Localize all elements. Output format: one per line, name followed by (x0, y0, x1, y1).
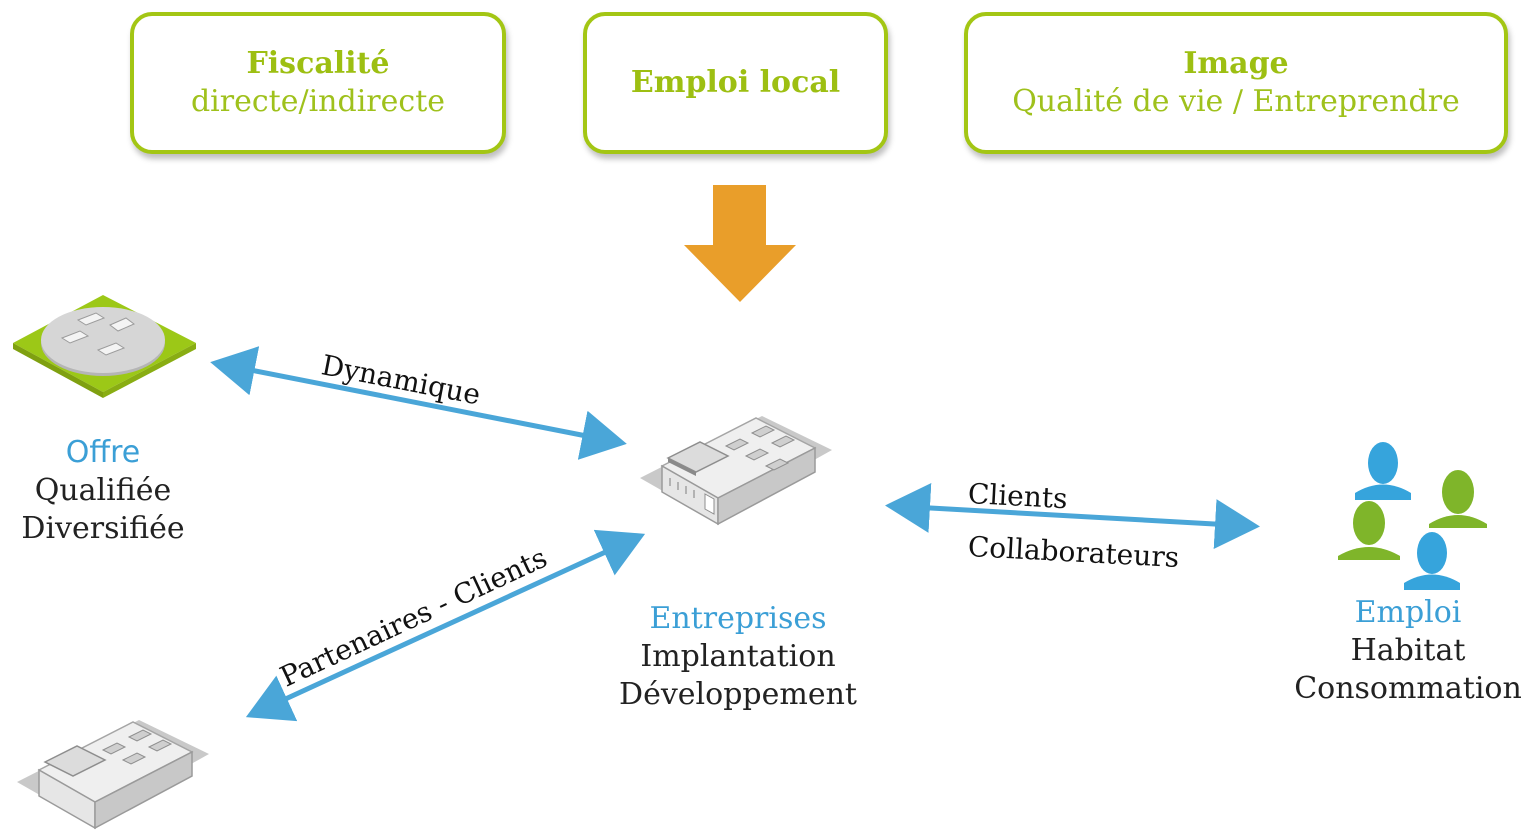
emploi-local-box: Emploi local (583, 12, 888, 154)
down-arrow-icon (684, 185, 796, 302)
emploi-line2: Consommation (1294, 671, 1522, 706)
fiscalite-title: Fiscalité (246, 46, 390, 81)
offre-title: Offre (65, 435, 141, 470)
emploi-line1: Habitat (1350, 633, 1466, 668)
arrow-partenaires-entreprises (245, 529, 646, 722)
arrow-offre-entreprises (210, 346, 627, 460)
offre-label: Offre Qualifiée Diversifiée (0, 434, 206, 548)
image-box: Image Qualité de vie / Entreprendre (964, 12, 1508, 154)
clients-label: Clients (967, 477, 1069, 516)
arrow-entreprises-emploi (885, 483, 1260, 549)
image-subtitle: Qualité de vie / Entreprendre (1012, 84, 1460, 119)
fiscalite-subtitle: directe/indirecte (190, 84, 446, 119)
factory-building-icon-small (17, 720, 209, 830)
factory-building-icon (640, 416, 832, 526)
people-group-icon (1338, 442, 1487, 590)
entreprises-line1: Implantation (640, 639, 836, 674)
image-title: Image (1183, 46, 1289, 81)
entreprises-line2: Développement (619, 677, 857, 712)
entreprises-title: Entreprises (649, 601, 827, 636)
offre-line1: Qualifiée (34, 473, 172, 508)
fiscalite-box: Fiscalité directe/indirecte (130, 12, 506, 154)
offre-line2: Diversifiée (21, 511, 185, 546)
emploi-title: Emploi (1354, 595, 1462, 630)
entreprises-label: Entreprises Implantation Développement (598, 600, 878, 714)
business-park-icon (13, 295, 196, 398)
emploi-local-title: Emploi local (630, 65, 841, 100)
emploi-label: Emploi Habitat Consommation (1280, 594, 1536, 708)
